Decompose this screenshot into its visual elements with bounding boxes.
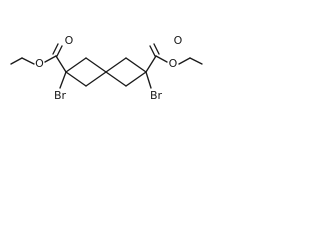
oxygen-right-ether-label: O bbox=[169, 57, 178, 70]
bond-left-o-carbonyl-c bbox=[44, 55, 57, 63]
bond-right-carbonyl-c-o bbox=[155, 55, 168, 63]
bond-right-ring-right-upper bbox=[125, 57, 147, 73]
bond-left-c-br bbox=[59, 71, 67, 89]
bond-left-ring-top bbox=[65, 57, 87, 73]
bond-right-ring-right-lower bbox=[125, 71, 147, 87]
bond-left-ethyl-ch3 bbox=[10, 57, 23, 65]
oxygen-left-carbonyl-label: O bbox=[65, 34, 74, 47]
bond-left-carbonyl-double-a bbox=[56, 45, 63, 57]
bond-left-carbonyl-c-ring bbox=[55, 55, 67, 73]
bond-right-ring-top bbox=[105, 57, 127, 73]
bond-left-ring-right-upper bbox=[85, 57, 107, 73]
bond-right-carbonyl-double-a bbox=[149, 45, 156, 57]
bond-left-ethyl-ch2-o bbox=[21, 57, 35, 65]
bromine-right-label: Br bbox=[150, 89, 163, 102]
bromine-left-label: Br bbox=[54, 89, 67, 102]
oxygen-left-ether-label: O bbox=[35, 57, 44, 70]
bond-left-carbonyl-double-b bbox=[52, 43, 59, 55]
structural-formula: O O O O Br Br bbox=[10, 34, 203, 102]
oxygen-right-carbonyl-label: O bbox=[174, 34, 183, 47]
bond-left-ring-bottom bbox=[65, 71, 87, 87]
bond-right-carbonyl-double-b bbox=[153, 43, 160, 55]
bond-right-ring-bottom bbox=[105, 71, 127, 87]
bond-right-c-br bbox=[145, 71, 152, 89]
bond-right-ring-carbonyl-c bbox=[145, 55, 157, 73]
bond-right-o-ch2 bbox=[178, 57, 191, 65]
bond-left-ring-right-lower bbox=[85, 71, 107, 87]
bond-right-ethyl-ch3 bbox=[189, 57, 203, 65]
